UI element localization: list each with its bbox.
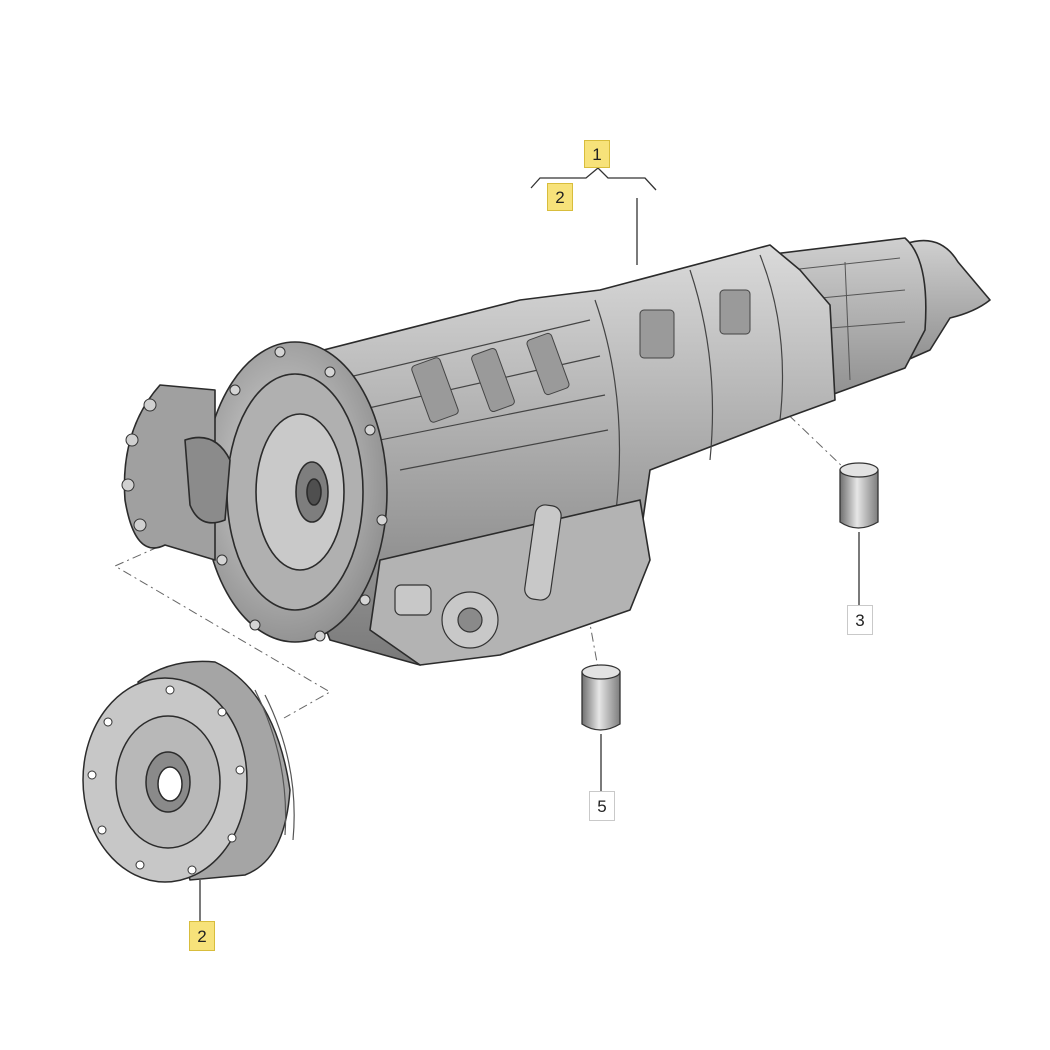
callout-2-upper: 2 <box>547 183 573 211</box>
plug-lower <box>581 664 621 731</box>
plug-right <box>839 462 879 529</box>
bracket-leader-1 <box>530 167 657 265</box>
callout-5: 5 <box>589 791 615 821</box>
transmission-assembly <box>121 237 991 666</box>
callout-2-lower: 2 <box>189 921 215 951</box>
dashed-leader-plug-right <box>774 401 847 471</box>
callout-1: 1 <box>584 140 610 168</box>
flex-plate <box>82 660 295 883</box>
callout-3: 3 <box>847 605 873 635</box>
